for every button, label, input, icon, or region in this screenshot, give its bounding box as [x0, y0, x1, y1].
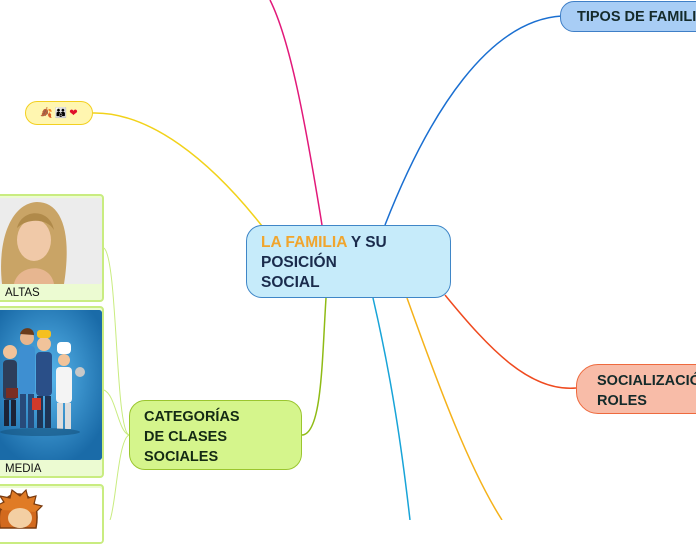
card-media[interactable]: MEDIA [0, 306, 104, 478]
branch-yellow-line [93, 113, 262, 226]
topic-socializacion-line1: SOCIALIZACIÓN [597, 373, 696, 389]
central-title-line3: SOCIAL [261, 274, 320, 291]
central-title-highlight: LA FAMILIA [261, 234, 347, 251]
topic-socializacion-line2: ROLES [597, 393, 647, 409]
card-media-label: MEDIA [5, 463, 41, 475]
card-altas-line [104, 248, 129, 435]
topic-categorias-clases-sociales[interactable]: CATEGORÍAS DE CLASES SOCIALES [129, 400, 302, 470]
card-altas-label: ALTAS [5, 287, 40, 299]
branch-amber-line [407, 298, 502, 520]
cartoon-character-image [0, 488, 102, 544]
topic-categorias-line3: SOCIALES [144, 449, 218, 465]
topic-categorias-line2: DE CLASES [144, 429, 227, 445]
topic-categorias-line1: CATEGORÍAS [144, 409, 240, 425]
card-altas[interactable]: ALTAS [0, 194, 104, 302]
central-title-line2: POSICIÓN [261, 254, 337, 271]
central-title-rest: Y SU [347, 234, 387, 251]
card-third-line [110, 435, 129, 520]
branch-green-line [302, 298, 326, 435]
topic-socializacion-roles[interactable]: SOCIALIZACIÓN ROLES [576, 364, 696, 414]
woman-portrait-image [0, 198, 102, 284]
family-icon: 👪 [55, 108, 67, 119]
branch-blue-line [385, 16, 562, 225]
emoji-topic[interactable]: 🍂 👪 ❤ [25, 101, 93, 125]
workers-group-image [0, 310, 102, 460]
card-third[interactable] [0, 484, 104, 544]
topic-tipos-de-familia[interactable]: TIPOS DE FAMILIA [560, 1, 696, 32]
branch-cyan-line [373, 298, 410, 520]
leaves-icon: 🍂 [40, 108, 52, 119]
central-topic[interactable]: LA FAMILIA Y SU POSICIÓN SOCIAL [246, 225, 451, 298]
topic-tipos-label: TIPOS DE FAMILIA [577, 9, 696, 25]
branch-pink-line [270, 0, 322, 225]
heart-icon: ❤ [69, 108, 77, 119]
branch-orange-line [445, 295, 576, 388]
